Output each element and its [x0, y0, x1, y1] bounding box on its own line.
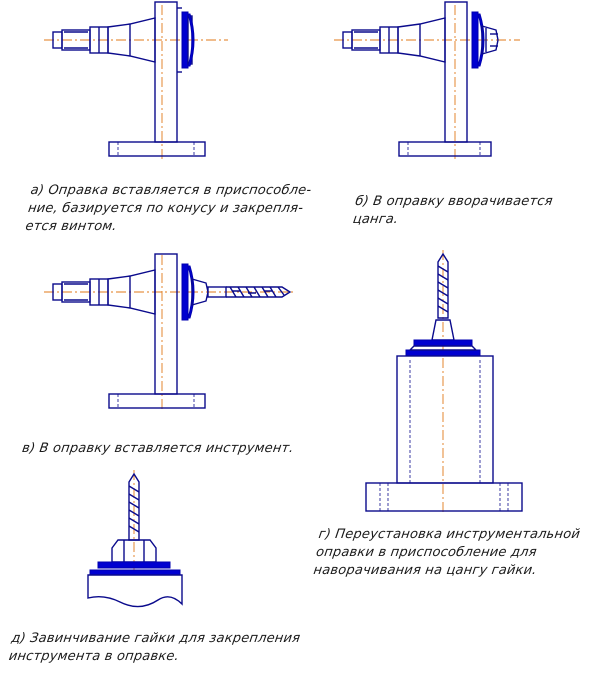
caption-g-line-1: г) Переустановка инструментальной: [317, 527, 582, 542]
fixture-v-drawing: [44, 253, 296, 410]
caption-b: б) В оправку вворачивается цанга.: [351, 193, 554, 229]
fixture-g-drawing: [365, 250, 523, 512]
caption-g: г) Переустановка инструментальной оправк…: [312, 526, 581, 580]
caption-a-line-3: ется винтом.: [24, 219, 118, 234]
caption-v-line-1: в) В оправку вставляется инструмент.: [21, 441, 295, 456]
caption-b-line-1: б) В оправку вворачивается: [354, 194, 554, 209]
fixture-d-drawing: [87, 470, 183, 608]
caption-v: в) В оправку вставляется инструмент.: [21, 440, 295, 458]
caption-a: а) Оправка вставляется в приспособле- ни…: [24, 182, 312, 236]
caption-d-line-2: инструмента в оправке.: [7, 649, 180, 664]
fixture-a-drawing: [44, 1, 228, 160]
caption-d: д) Завинчивание гайки для закрепления ин…: [7, 630, 301, 666]
caption-g-line-3: наворачивания на цангу гайки.: [312, 563, 538, 578]
caption-b-line-2: цанга.: [351, 212, 400, 227]
fixture-b-drawing: [334, 1, 520, 160]
caption-a-line-2: ние, базируется по конусу и закрепля-: [27, 201, 305, 216]
caption-d-line-1: д) Завинчивание гайки для закрепления: [10, 631, 302, 646]
caption-a-line-1: а) Оправка вставляется в приспособле-: [29, 183, 313, 198]
caption-g-line-2: оправки в приспособление для: [315, 545, 538, 560]
